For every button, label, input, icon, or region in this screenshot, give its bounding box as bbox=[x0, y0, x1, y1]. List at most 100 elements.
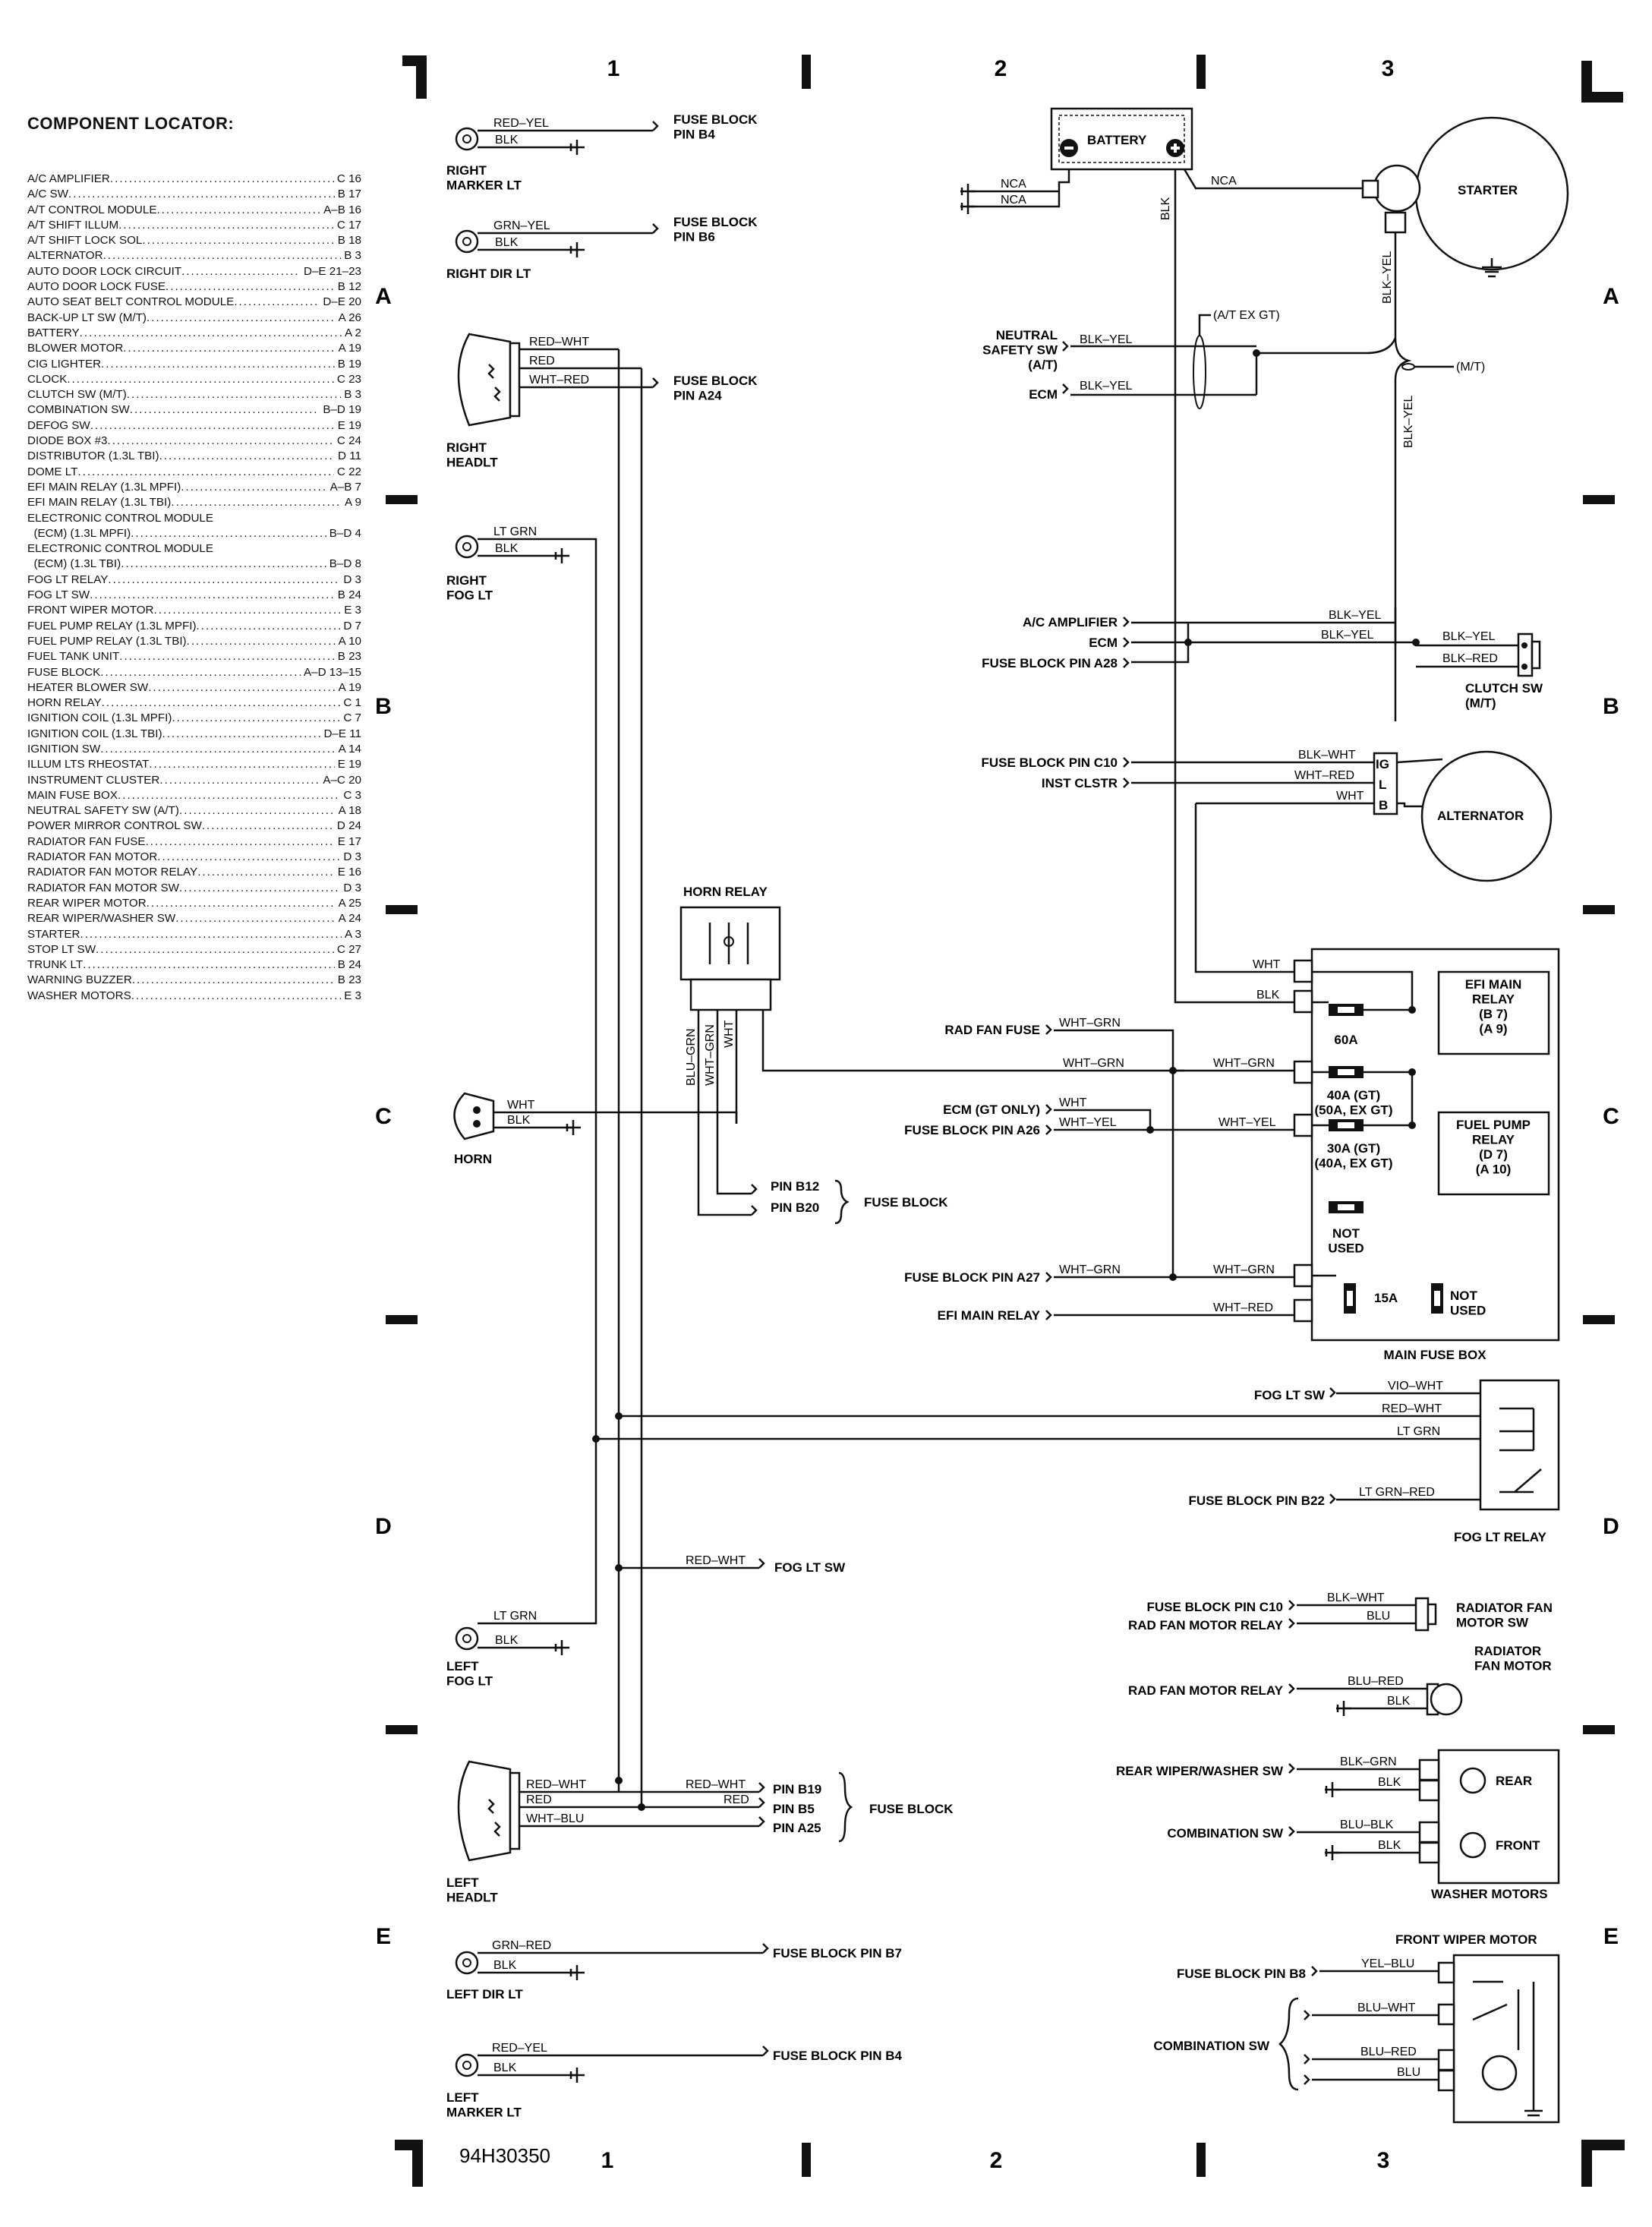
locator-item-name: REAR WIPER/WASHER SW bbox=[27, 912, 176, 926]
locator-item-name: IGNITION COIL (1.3L MPFI) bbox=[27, 711, 172, 725]
locator-item-name: ELECTRONIC CONTROL MODULE bbox=[27, 511, 213, 525]
locator-item-grid: B 19 bbox=[337, 357, 361, 371]
wire-label: RED–WHT bbox=[686, 1554, 746, 1567]
locator-item: FRONT WIPER MOTOR E 3 bbox=[27, 603, 361, 618]
wire-label: BLK bbox=[1256, 989, 1280, 1002]
label-line: FOG LT bbox=[446, 588, 493, 603]
wire-label: BLK bbox=[495, 134, 519, 147]
front-wiper-motor-icon bbox=[1437, 1954, 1560, 2124]
fuse-block-pin-a28-label: FUSE BLOCK PIN A28 bbox=[982, 656, 1118, 670]
locator-item: IGNITION COIL (1.3L MPFI)C 7 bbox=[27, 711, 361, 726]
wire-label: BLK–GRN bbox=[1340, 1755, 1397, 1768]
label-line: (M/T) bbox=[1465, 696, 1496, 711]
row-label-c-left: C bbox=[375, 1104, 392, 1129]
pin-b5-label: PIN B5 bbox=[773, 1802, 815, 1816]
clutch-sw-icon bbox=[1517, 632, 1541, 677]
locator-item-grid: A 18 bbox=[338, 804, 361, 818]
locator-item-name: FRONT WIPER MOTOR bbox=[27, 604, 154, 617]
locator-item-name: NEUTRAL SAFETY SW (A/T) bbox=[27, 804, 179, 818]
locator-item-name: DEFOG SW bbox=[27, 418, 90, 432]
locator-item-name: AUTO SEAT BELT CONTROL MODULE bbox=[27, 295, 235, 309]
locator-title: COMPONENT LOCATOR: bbox=[27, 114, 235, 133]
locator-item: IGNITION SWA 14 bbox=[27, 742, 361, 757]
locator-item-grid: A 19 bbox=[338, 342, 361, 355]
wire-label: WHT bbox=[1059, 1096, 1087, 1109]
locator-item-grid: C 23 bbox=[336, 372, 361, 386]
wire-label: WHT–RED bbox=[529, 374, 589, 386]
locator-item-name: FUEL PUMP RELAY (1.3L MPFI) bbox=[27, 619, 197, 632]
locator-item: AUTO DOOR LOCK CIRCUITD–E 21–23 bbox=[27, 264, 361, 279]
label-line: PIN B6 bbox=[673, 230, 715, 244]
label-line: RADIATOR FAN bbox=[1456, 1601, 1553, 1615]
wire-label: RED bbox=[529, 355, 555, 367]
wire-label: LT GRN–RED bbox=[1359, 1486, 1435, 1499]
locator-item: ALTERNATORB 3 bbox=[27, 248, 361, 263]
label-line: (B 7) bbox=[1479, 1007, 1508, 1021]
locator-item: RADIATOR FAN FUSEE 17 bbox=[27, 834, 361, 850]
locator-item-grid: E 19 bbox=[337, 758, 361, 771]
wire-label: BLK bbox=[495, 1634, 519, 1647]
locator-item: A/C SWB 17 bbox=[27, 187, 361, 202]
wire-label: BLK bbox=[1378, 1776, 1401, 1789]
locator-item: IGNITION COIL (1.3L TBI)D–E 11 bbox=[27, 727, 361, 742]
fuse-15a-label: 15A bbox=[1374, 1291, 1398, 1305]
wire-label: RED–WHT bbox=[529, 336, 589, 349]
label-line: FAN MOTOR bbox=[1474, 1659, 1552, 1673]
label-line: EFI MAIN bbox=[1465, 977, 1522, 992]
locator-item: FOG LT RELAYD 3 bbox=[27, 573, 361, 588]
locator-item-grid: B 12 bbox=[337, 280, 361, 294]
at-ex-gt-label: (A/T EX GT) bbox=[1213, 309, 1280, 322]
fuse-block-pin-b8-label: FUSE BLOCK PIN B8 bbox=[1177, 1967, 1306, 1981]
wire-label: BLU–BLK bbox=[1340, 1819, 1394, 1831]
wire-label: LT GRN bbox=[493, 525, 537, 538]
horn-relay-label: HORN RELAY bbox=[683, 885, 768, 899]
locator-item-grid: D–E 20 bbox=[323, 295, 361, 309]
wire-label: BLU bbox=[1367, 1610, 1390, 1623]
locator-item: INSTRUMENT CLUSTERA–C 20 bbox=[27, 773, 361, 788]
ecm-label-mid: ECM bbox=[1089, 636, 1118, 650]
washer-motors-icon bbox=[1418, 1749, 1560, 1885]
locator-item-name: STOP LT SW bbox=[27, 942, 96, 956]
wire-label: WHT–BLU bbox=[526, 1812, 584, 1825]
label-line: LEFT bbox=[446, 1875, 479, 1890]
fuse-not-used-2-icon bbox=[1431, 1283, 1443, 1314]
locator-item-name: DISTRIBUTOR (1.3L TBI) bbox=[27, 450, 159, 463]
label-line: RELAY bbox=[1472, 1133, 1515, 1147]
locator-item-grid: D–E 21–23 bbox=[304, 264, 361, 278]
locator-item-name: FUEL PUMP RELAY (1.3L TBI) bbox=[27, 634, 187, 648]
locator-item-name: MAIN FUSE BOX bbox=[27, 788, 118, 802]
fuse-60a-label: 60A bbox=[1334, 1033, 1357, 1047]
wire-label: BLK–YEL bbox=[1329, 609, 1381, 622]
wire-label: WHT bbox=[507, 1099, 535, 1112]
left-marker-lt-bulb-icon bbox=[455, 2053, 479, 2077]
locator-item-grid: A 19 bbox=[338, 680, 361, 694]
locator-item: (ECM) (1.3L TBI)B–D 8 bbox=[27, 557, 361, 572]
label-line: RADIATOR bbox=[1474, 1644, 1541, 1658]
wire-label: RED–WHT bbox=[1382, 1402, 1442, 1415]
column-label-2-top: 2 bbox=[995, 56, 1007, 81]
wire-label: RED–YEL bbox=[492, 2042, 547, 2055]
label-line: (A/T) bbox=[1028, 358, 1058, 372]
locator-item-grid: E 3 bbox=[344, 604, 361, 617]
mt-label: (M/T) bbox=[1456, 361, 1485, 374]
alternator-icon bbox=[1373, 750, 1553, 882]
clutch-sw-label: CLUTCH SW(M/T) bbox=[1465, 681, 1543, 711]
label-line: FUEL PUMP bbox=[1456, 1118, 1531, 1132]
locator-item: AUTO SEAT BELT CONTROL MODULE D–E 20 bbox=[27, 295, 361, 310]
rad-fan-motor-relay-label: RAD FAN MOTOR RELAY bbox=[1128, 1618, 1284, 1632]
locator-item: POWER MIRROR CONTROL SWD 24 bbox=[27, 819, 361, 834]
wire-label: BLU–RED bbox=[1348, 1675, 1404, 1688]
locator-item-name: (ECM) (1.3L MPFI) bbox=[27, 526, 131, 540]
locator-item: HEATER BLOWER SWA 19 bbox=[27, 680, 361, 696]
locator-item-name: HORN RELAY bbox=[27, 696, 102, 710]
wire-label: BLK bbox=[495, 542, 519, 555]
rad-fan-fuse-label: RAD FAN FUSE bbox=[944, 1023, 1040, 1037]
locator-item: STARTERA 3 bbox=[27, 927, 361, 942]
locator-item-name: ILLUM LTS RHEOSTAT bbox=[27, 758, 150, 771]
